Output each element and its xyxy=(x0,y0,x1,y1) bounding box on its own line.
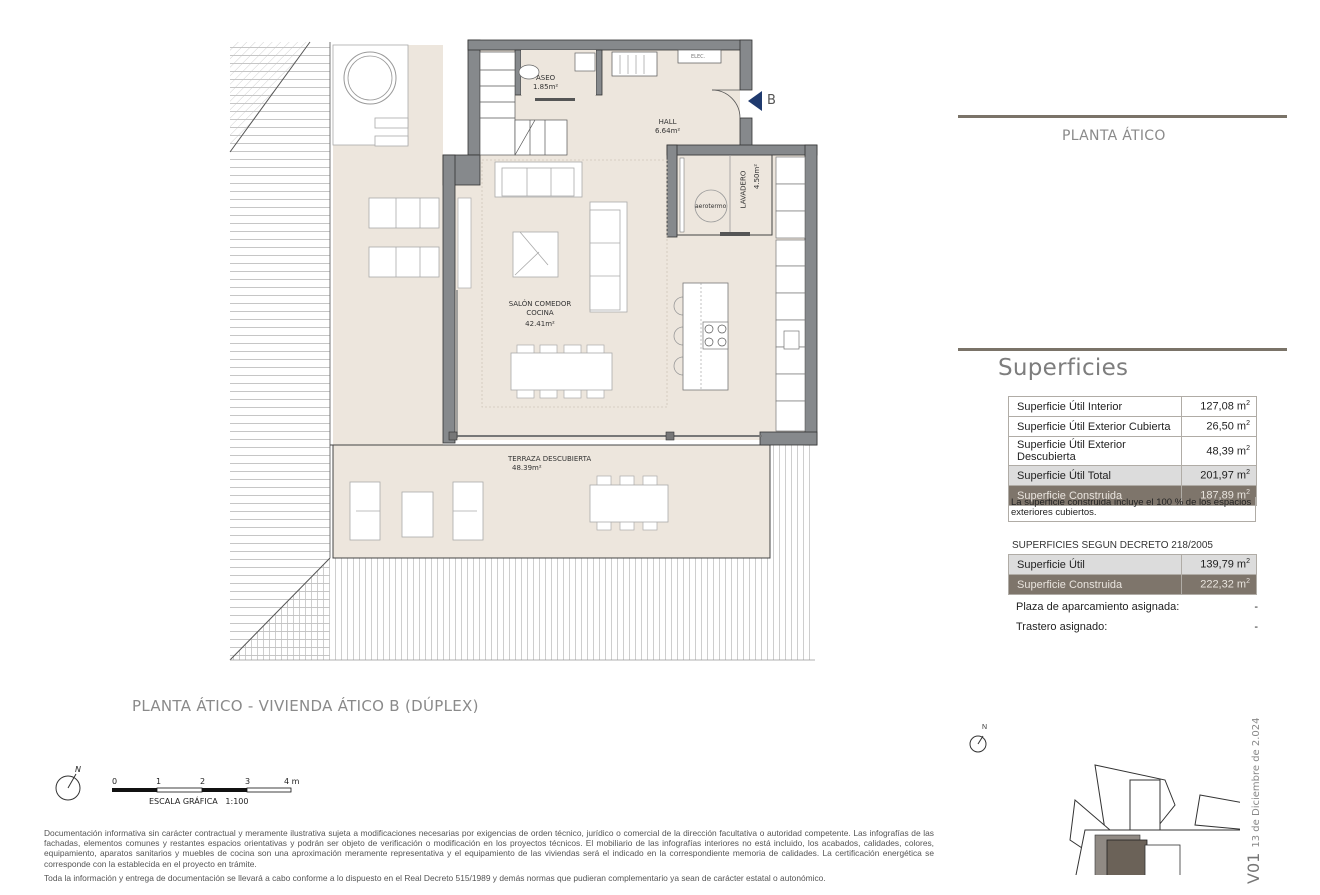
kv-label: Trastero asignado: xyxy=(1016,621,1108,633)
parking-assigned: Plaza de aparcamiento asignada: - xyxy=(1016,601,1258,613)
room-label-salon: SALÓN COMEDOR COCINA 42.41m² xyxy=(500,300,580,329)
disclaimer-legal: Toda la información y entrega de documen… xyxy=(44,873,826,883)
scale-tick-0: 0 xyxy=(112,777,118,786)
room-name: SALÓN COMEDOR xyxy=(508,300,572,308)
version-stamp: V01 13 de Diciembre de 2.024 xyxy=(1244,717,1263,884)
row-label: Superficie Construida xyxy=(1008,485,1182,506)
room-area: 48.39m² xyxy=(512,464,542,472)
row-label: Superficie Útil Interior xyxy=(1008,396,1182,417)
scale-ratio: 1:100 xyxy=(225,797,249,806)
decreto-table: Superficie Útil 139,79 m2 Superficie Con… xyxy=(1008,554,1257,595)
aerotermo-label: aerotermo xyxy=(695,203,727,210)
surfaces-title: Superficies xyxy=(998,355,1129,381)
keyplan-north-label: N xyxy=(982,724,988,731)
aerotermo-icon xyxy=(694,189,728,223)
north-label: N xyxy=(75,765,81,774)
scale-text: ESCALA GRÁFICA xyxy=(149,797,218,806)
kv-value: - xyxy=(1254,621,1258,633)
room-area-lavadero: 4.50m² xyxy=(753,164,762,189)
room-area: 1.85m² xyxy=(533,83,559,91)
table-row: Superficie Útil 139,79 m2 xyxy=(1008,554,1257,575)
roof-bottom xyxy=(229,557,815,661)
sofa-top xyxy=(494,161,583,198)
row-value: 26,50 m2 xyxy=(1181,416,1257,437)
row-value: 139,79 m2 xyxy=(1181,554,1257,575)
sofa-right xyxy=(589,201,628,313)
kv-label: Plaza de aparcamiento asignada: xyxy=(1016,601,1180,613)
floor-plan-drawing xyxy=(229,39,818,661)
row-value: 187,89 m2 xyxy=(1181,485,1257,506)
sun-lounger xyxy=(368,197,440,229)
sun-lounger xyxy=(368,246,440,278)
table-row: Superficie Útil Exterior Descubierta 48,… xyxy=(1008,436,1257,466)
kv-value: - xyxy=(1254,601,1258,613)
row-label: Superficie Útil xyxy=(1008,554,1182,575)
room-name-2: COCINA xyxy=(526,309,554,317)
room-label-aseo: ASEO 1.85m² xyxy=(533,74,558,92)
row-value: 222,32 m2 xyxy=(1181,574,1257,595)
table-row-built: Superficie Construida 222,32 m2 xyxy=(1008,574,1257,595)
outdoor-sofa-right xyxy=(452,481,484,541)
decreto-heading: SUPERFICIES SEGUN DECRETO 218/2005 xyxy=(1012,540,1213,551)
row-value: 48,39 m2 xyxy=(1181,436,1257,466)
elec-panel xyxy=(677,49,722,64)
table-row: Superficie Útil Exterior Cubierta 26,50 … xyxy=(1008,416,1257,437)
row-label: Superficie Útil Total xyxy=(1008,465,1182,486)
keyplan-north-icon xyxy=(969,735,987,753)
room-label-lavadero: LAVADERO xyxy=(739,171,748,209)
table-row-built: Superficie Construida 187,89 m2 xyxy=(1008,485,1257,506)
outdoor-table xyxy=(401,491,434,538)
room-name: ASEO xyxy=(536,74,556,82)
coffee-table xyxy=(512,231,559,278)
keyplan-diagram xyxy=(1069,764,1240,875)
scale-tick-2: 2 xyxy=(200,777,206,786)
table-row-total: Superficie Útil Total 201,97 m2 xyxy=(1008,465,1257,486)
disclaimer-text: Documentación informativa sin carácter c… xyxy=(44,828,934,869)
room-label-terraza: TERRAZA DESCUBIERTA 48.39m² xyxy=(508,455,591,473)
version-date: 13 de Diciembre de 2.024 xyxy=(1251,717,1262,848)
surfaces-table: Superficie Útil Interior 127,08 m2 Super… xyxy=(1008,396,1257,506)
floorplan-title: PLANTA ÁTICO - VIVIENDA ÁTICO B (DÚPLEX) xyxy=(132,697,479,715)
scale-label: ESCALA GRÁFICA 1:100 xyxy=(149,797,248,806)
row-value: 127,08 m2 xyxy=(1181,396,1257,417)
scale-bar xyxy=(112,787,292,793)
scale-tick-4: 4 m xyxy=(284,777,300,786)
scale-tick-1: 1 xyxy=(156,777,162,786)
dining-table xyxy=(510,344,613,399)
room-area: 6.64m² xyxy=(655,127,681,135)
storage-assigned: Trastero asignado: - xyxy=(1016,621,1258,633)
room-area: 4.50m² xyxy=(753,163,762,190)
kitchen-island xyxy=(673,282,729,391)
surfaces-rule xyxy=(958,348,1287,351)
table-row: Superficie Útil Interior 127,08 m2 xyxy=(1008,396,1257,417)
header-rule xyxy=(958,115,1287,118)
surfaces-note: La superficie construida incluye el 100 … xyxy=(1008,497,1256,522)
roof-right xyxy=(770,445,815,558)
kitchen-cabinets xyxy=(775,156,806,432)
version-code: V01 xyxy=(1244,852,1263,884)
row-label: Superficie Útil Exterior Cubierta xyxy=(1008,416,1182,437)
elec-label: ELEC. xyxy=(691,54,706,60)
outdoor-sofa-left xyxy=(349,481,381,541)
room-name: TERRAZA DESCUBIERTA xyxy=(508,455,592,463)
row-value: 201,97 m2 xyxy=(1181,465,1257,486)
outdoor-dining-table xyxy=(589,475,669,531)
room-name: LAVADERO xyxy=(739,170,748,209)
stairs xyxy=(479,51,568,156)
room-area: 42.41m² xyxy=(525,320,555,328)
plan-level-title: PLANTA ÁTICO xyxy=(1062,128,1166,144)
walls xyxy=(442,39,818,446)
room-name: HALL xyxy=(658,118,677,126)
row-label: Superficie Construida xyxy=(1008,574,1182,595)
entrance-arrow-icon xyxy=(748,91,762,111)
row-label: Superficie Útil Exterior Descubierta xyxy=(1008,436,1182,466)
scale-tick-3: 3 xyxy=(245,777,251,786)
roof-left xyxy=(229,41,331,660)
entrance-label: B xyxy=(767,93,776,108)
north-arrow-icon xyxy=(55,773,81,801)
room-label-hall: HALL 6.64m² xyxy=(655,118,680,136)
